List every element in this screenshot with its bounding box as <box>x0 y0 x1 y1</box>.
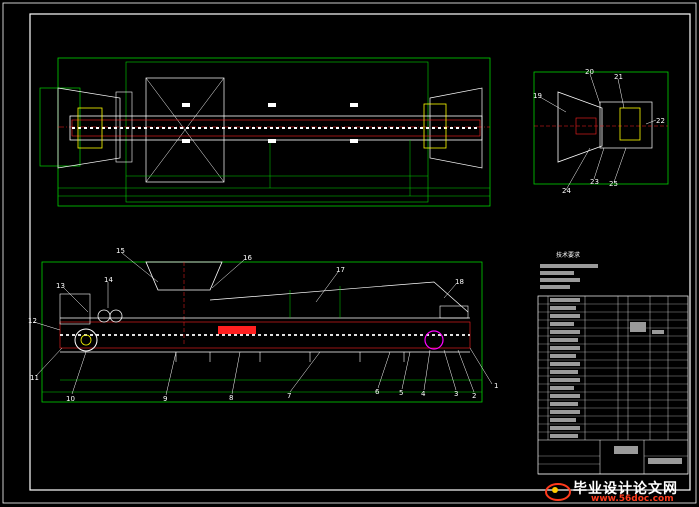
tech-req-line-1 <box>540 264 598 268</box>
tech-req-line-3 <box>540 278 580 282</box>
callout-22: 22 <box>656 117 665 125</box>
tech-req-line-2 <box>540 271 574 275</box>
section-view <box>533 71 669 185</box>
callout-14: 14 <box>104 276 113 284</box>
watermark-text: 毕业设计论文网 <box>573 481 678 497</box>
callout-18: 18 <box>455 278 464 286</box>
callout-17: 17 <box>336 266 345 274</box>
inner-frame <box>29 13 691 491</box>
callout-21: 21 <box>614 73 623 81</box>
callout-13: 13 <box>56 282 65 290</box>
watermark: 毕业设计论文网 www.56doc.com <box>545 478 695 504</box>
leader-lines <box>33 73 657 396</box>
callout-8: 8 <box>229 394 233 402</box>
callout-6: 6 <box>375 388 380 396</box>
callout-19: 19 <box>533 92 542 100</box>
side-view <box>41 261 483 403</box>
callout-12: 12 <box>28 317 37 325</box>
parts-list-table <box>537 295 689 475</box>
top-view <box>39 57 491 207</box>
callout-11: 11 <box>30 374 39 382</box>
callout-2: 2 <box>472 392 476 400</box>
watermark-logo-icon <box>545 483 571 501</box>
callout-4: 4 <box>421 390 426 398</box>
callout-10: 10 <box>66 395 75 403</box>
callout-1: 1 <box>494 382 498 390</box>
callout-7: 7 <box>287 392 291 400</box>
callout-3: 3 <box>454 390 458 398</box>
callout-24: 24 <box>562 187 571 195</box>
callout-23: 23 <box>590 178 599 186</box>
callout-5: 5 <box>399 389 403 397</box>
callout-25: 25 <box>609 180 618 188</box>
callout-20: 20 <box>585 68 594 76</box>
callout-9: 9 <box>163 395 167 403</box>
callout-15: 15 <box>116 247 125 255</box>
tech-req-heading: 技术要求 <box>556 251 580 259</box>
tech-req-line-4 <box>540 285 570 289</box>
watermark-url: www.56doc.com <box>591 494 674 504</box>
callout-16: 16 <box>243 254 252 262</box>
